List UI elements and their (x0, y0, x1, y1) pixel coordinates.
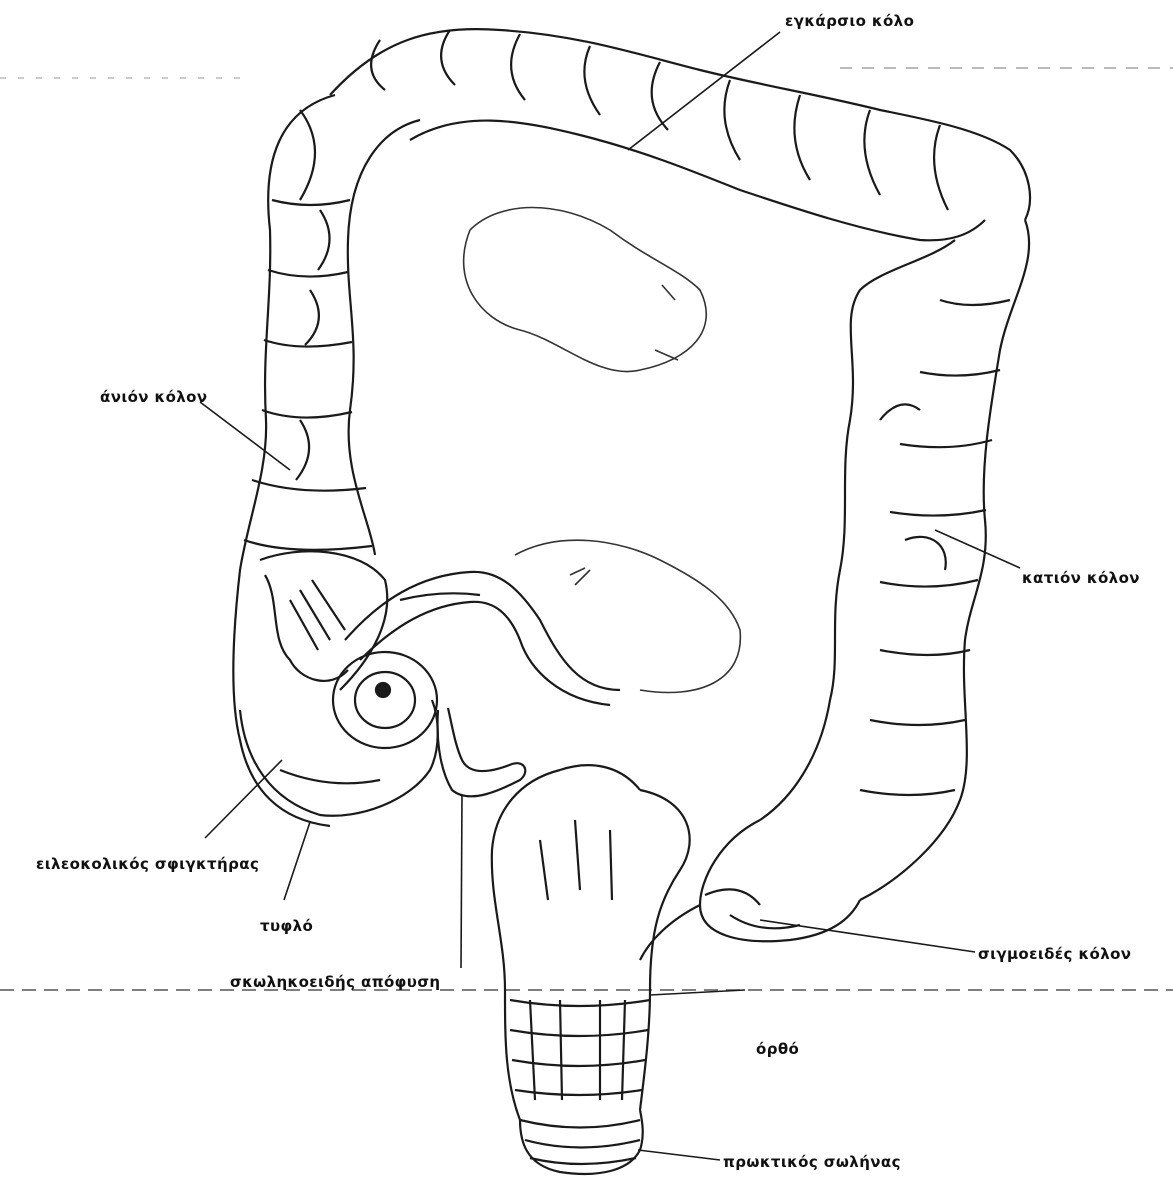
rectum-shape (492, 765, 690, 1120)
ascending-colon-shape (233, 95, 420, 826)
label-transverse-colon: εγκάρσιο κόλο (785, 12, 914, 30)
label-descending-colon: κατιόν κόλον (1022, 569, 1140, 587)
leader-anal (638, 1150, 720, 1160)
leader-sigmoid (760, 920, 975, 952)
cecum-shape (240, 551, 438, 815)
leader-ascending (200, 402, 290, 470)
transverse-colon-shape (330, 29, 1030, 240)
label-anal-canal: πρωκτικός σωλήνας (723, 1153, 901, 1171)
anal-canal-shape (520, 1110, 643, 1174)
sigmoid-colon-shape (640, 820, 860, 960)
leader-appendix (461, 795, 462, 968)
appendix-shape (438, 708, 526, 796)
label-sigmoid-colon: σιγμοειδές κόλον (978, 945, 1131, 963)
leader-cecum (284, 822, 310, 900)
label-cecum: τυφλό (260, 917, 313, 935)
descending-colon-shape (760, 220, 1029, 900)
label-ascending-colon: άνιόν κόλον (100, 388, 208, 406)
leader-descending (935, 530, 1020, 568)
label-rectum: όρθό (756, 1040, 799, 1058)
label-appendix: σκωληκοειδής απόφυση (230, 973, 441, 991)
label-ileocecal-sphincter: ειλεοκολικός σφιγκτήρας (36, 855, 259, 873)
mesentery-shape (464, 208, 741, 693)
